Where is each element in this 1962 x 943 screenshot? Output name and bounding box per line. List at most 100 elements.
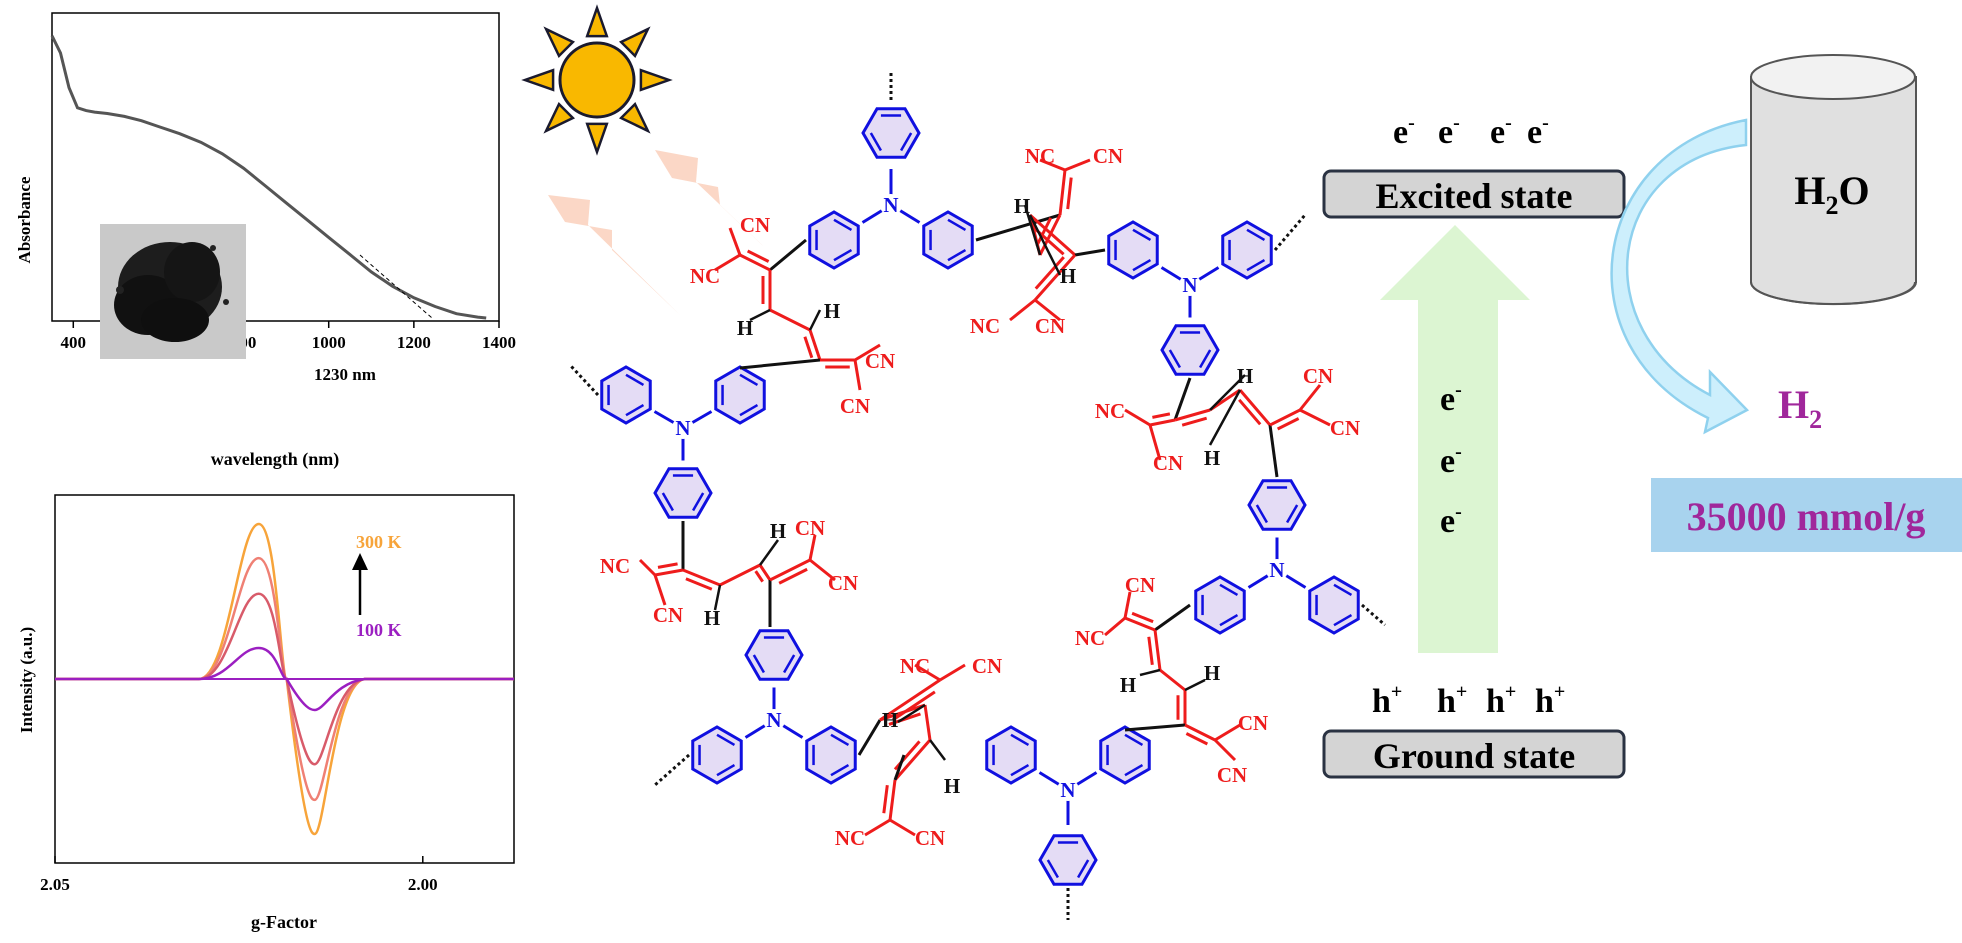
bond — [754, 570, 764, 583]
bond — [1009, 298, 1036, 322]
nitrogen-bg — [763, 709, 785, 731]
bond — [1299, 408, 1331, 427]
cyano-group: CN — [1217, 763, 1247, 787]
bond — [1124, 733, 1144, 747]
bond — [713, 584, 722, 611]
bond — [638, 558, 657, 577]
bond — [1246, 258, 1266, 272]
bond — [739, 253, 771, 272]
bond — [769, 558, 811, 582]
bond — [657, 562, 678, 569]
cyano-group: CN — [653, 603, 683, 627]
bond — [1152, 412, 1171, 419]
lightning-icon — [548, 150, 780, 315]
water-label: H2O — [1794, 168, 1869, 220]
svg-text:e-: e- — [1440, 501, 1462, 540]
bond — [739, 373, 759, 387]
absorbance-y-label: Absorbance — [15, 176, 34, 263]
bond — [830, 763, 850, 777]
bond — [1010, 733, 1030, 747]
sun-ray — [639, 68, 673, 92]
svg-text:h+: h+ — [1437, 681, 1467, 720]
bond — [923, 704, 932, 741]
cyano-group: NC — [835, 826, 865, 850]
cyano-group: CN — [1303, 364, 1333, 388]
bond — [682, 568, 721, 587]
bond — [714, 253, 741, 272]
bond — [897, 703, 926, 724]
bond — [691, 492, 705, 512]
nitrogen-atom: N — [766, 708, 781, 732]
bond — [853, 359, 862, 391]
cyano-group: CN — [1093, 144, 1123, 168]
bond — [1185, 732, 1209, 746]
nitrogen-atom: N — [675, 416, 690, 440]
hydrogen-atom: H — [824, 299, 840, 323]
sun-icon — [521, 4, 673, 156]
hydrogen-atom: H — [704, 606, 720, 630]
bond — [1148, 424, 1162, 461]
bond — [1029, 213, 1076, 257]
cyano-group: NC — [900, 654, 930, 678]
bond — [758, 564, 772, 581]
absorbance-curve — [50, 35, 487, 320]
cyano-group: NC — [1025, 144, 1055, 168]
bond — [654, 753, 690, 787]
legend-300k: 300 K — [356, 532, 402, 552]
cyano-group: CN — [840, 394, 870, 418]
bond — [939, 663, 966, 682]
bond — [947, 218, 967, 232]
bond — [1361, 603, 1386, 627]
bond — [1034, 256, 1065, 290]
bond — [1064, 158, 1091, 172]
bond — [1039, 158, 1066, 172]
svg-text:e-: e- — [1438, 112, 1460, 151]
bond — [1168, 349, 1182, 369]
bond — [625, 403, 645, 417]
cyano-group: CN — [828, 571, 858, 595]
cyano-group: CN — [972, 654, 1002, 678]
cyano-group: CN — [740, 213, 770, 237]
hydrogen-atom: H — [1204, 446, 1220, 470]
cyano-group: CN — [865, 349, 895, 373]
water-to-hydrogen-arrow — [1610, 118, 1750, 435]
excited-state-box — [1322, 169, 1626, 219]
hydrogen-atom: H — [1237, 364, 1253, 388]
bond — [1123, 591, 1132, 619]
sun-ray — [618, 101, 651, 134]
legend-100k: 100 K — [356, 620, 402, 640]
bond — [778, 567, 808, 585]
bond — [1154, 603, 1191, 632]
bond — [752, 654, 766, 674]
bond — [889, 818, 916, 837]
bond — [1214, 723, 1241, 742]
epr-x-label: g-Factor — [251, 912, 317, 932]
cyano-group: CN — [1125, 573, 1155, 597]
bond — [1219, 583, 1239, 597]
bond — [1034, 298, 1061, 322]
bond — [1153, 629, 1162, 671]
cyano-group: CN — [1153, 451, 1183, 475]
cyano-group: NC — [600, 554, 630, 578]
epr-y-label: Intensity (a.u.) — [17, 627, 36, 733]
bond — [899, 132, 913, 152]
svg-text:h+: h+ — [1535, 681, 1565, 720]
bond — [716, 763, 736, 777]
ground-state-label: Ground state — [1373, 736, 1575, 776]
bond — [914, 663, 941, 682]
bond — [1074, 248, 1106, 257]
bond — [1219, 613, 1239, 627]
svg-text:e-: e- — [1490, 112, 1512, 151]
svg-text:e-: e- — [1440, 379, 1462, 418]
bond — [1333, 583, 1353, 597]
bond — [1124, 763, 1144, 777]
cyano-group: CN — [1330, 416, 1360, 440]
bond — [808, 329, 822, 361]
bond — [893, 754, 906, 781]
bond — [1198, 349, 1212, 369]
absorbance-annotation: 1230 nm — [314, 365, 376, 384]
rate-box — [1651, 478, 1962, 552]
bond — [1333, 613, 1353, 627]
bond — [1028, 214, 1062, 276]
